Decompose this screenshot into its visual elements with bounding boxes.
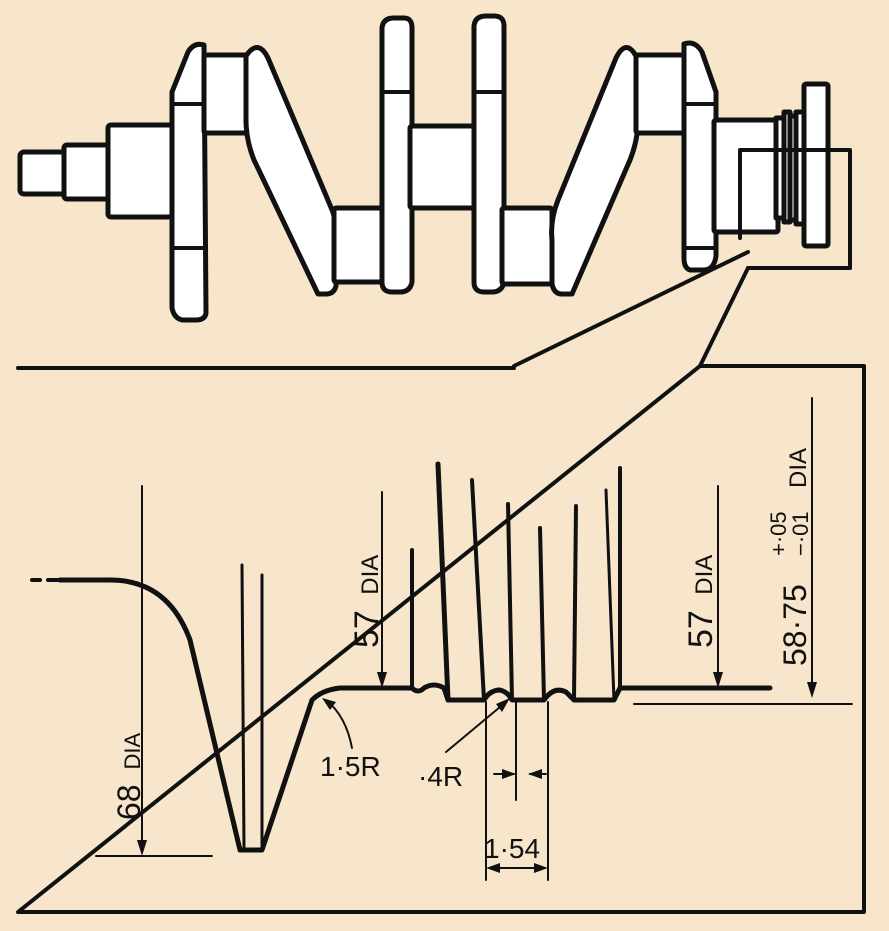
- svg-text:57 DIA: 57 DIA: [682, 555, 720, 648]
- pitch-1-54-label: 1·54: [484, 833, 540, 864]
- counterweight-1: [169, 41, 209, 323]
- crank-web-2: [379, 15, 415, 295]
- crank-pin-1: [201, 52, 253, 136]
- crankshaft-timing-journal: [61, 142, 113, 202]
- groove-width-dimension: [485, 701, 549, 881]
- svg-text:68 DIA: 68 DIA: [111, 733, 147, 820]
- front-main-journal: [105, 122, 175, 220]
- crank-web-4: [549, 45, 641, 297]
- groove-profile: [30, 461, 773, 853]
- main-journal-2: [331, 205, 385, 285]
- dia57-right-unit: DIA: [691, 555, 718, 595]
- dia5875-tolerance-minus: −·01: [788, 511, 813, 556]
- crank-pin-2: [407, 123, 479, 211]
- rear-flange: [801, 81, 831, 249]
- radius-1-5-callout: 1·5R: [320, 698, 381, 782]
- oil-seal-grooves: [773, 109, 807, 227]
- crankshaft-drawing: [17, 13, 852, 323]
- rear-main-journal: [711, 117, 781, 235]
- pitch-1-54-dimension: 1·54: [484, 833, 548, 873]
- crankshaft-nose: [17, 149, 69, 197]
- dia68-value: 68: [111, 784, 147, 820]
- radius-0-4-callout: ·4R: [418, 698, 510, 792]
- crank-web-1: [243, 45, 339, 297]
- dimension-58-75-dia: 58·75 +·05 −·01 DIA: [633, 397, 853, 705]
- dimension-57-dia-right: 57 DIA: [682, 485, 723, 688]
- dia57-left-value: 57: [348, 610, 386, 648]
- counterweight-2: [681, 40, 719, 273]
- dia68-unit: DIA: [120, 733, 145, 770]
- main-journal-3: [499, 205, 555, 287]
- dimension-57-dia-left: 57 DIA: [348, 491, 387, 688]
- dia57-left-unit: DIA: [357, 555, 384, 595]
- dimension-68-dia: 68 DIA: [95, 485, 213, 857]
- profile-outline: [57, 577, 773, 853]
- crank-pin-3: [633, 52, 689, 136]
- zoom-callout-left-line: [512, 250, 750, 368]
- dia5875-unit: DIA: [785, 448, 812, 488]
- svg-text:57 DIA: 57 DIA: [348, 555, 386, 648]
- radius-1-5-label: 1·5R: [320, 751, 381, 782]
- dia57-right-value: 57: [682, 610, 720, 648]
- zoom-callout-right-line: [698, 266, 852, 368]
- radius-0-4-label: ·4R: [418, 761, 463, 792]
- detail-panel-border: [16, 364, 866, 914]
- dia5875-tolerance-plus: +·05: [766, 511, 791, 556]
- dia5875-value: 58·75: [777, 584, 813, 666]
